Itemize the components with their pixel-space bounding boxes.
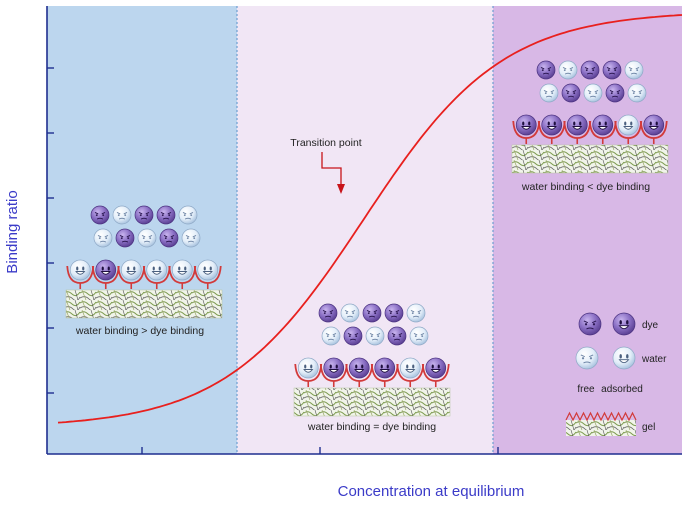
- adsorbed-molecule-face: [120, 259, 142, 281]
- adsorbed-molecule-face: [643, 114, 665, 136]
- legend-adsorbed-water-icon: [612, 346, 636, 370]
- adsorbed-molecule-face: [566, 114, 588, 136]
- free-molecule-face: [156, 205, 176, 225]
- free-molecule-face: [561, 83, 581, 103]
- free-molecule-face: [406, 303, 426, 323]
- free-molecule-face: [134, 205, 154, 225]
- zone-background-right: [493, 6, 682, 454]
- adsorbed-molecule-face: [541, 114, 563, 136]
- zone-caption-middle: water binding = dye binding: [307, 421, 436, 433]
- transition-point-label: Transition point: [290, 137, 361, 149]
- transition-point-arrowhead: [337, 184, 345, 194]
- legend-free-water-icon: [575, 346, 599, 370]
- free-molecule-face: [409, 326, 429, 346]
- free-molecule-face: [343, 326, 363, 346]
- adsorbed-molecule-face: [374, 357, 396, 379]
- adsorbed-molecule-face: [425, 357, 447, 379]
- legend-label-gel: gel: [642, 422, 655, 433]
- free-molecule-face: [536, 60, 556, 80]
- free-molecule-face: [340, 303, 360, 323]
- legend-gel-icon: [566, 420, 636, 436]
- legend-free-dye-icon: [578, 312, 602, 336]
- legend-label-free: free: [577, 384, 595, 395]
- adsorbed-molecule-face: [146, 259, 168, 281]
- free-molecule-face: [558, 60, 578, 80]
- free-molecule-face: [624, 60, 644, 80]
- free-molecule-face: [387, 326, 407, 346]
- free-molecule-face: [605, 83, 625, 103]
- free-molecule-face: [159, 228, 179, 248]
- adsorbed-molecule-face: [515, 114, 537, 136]
- legend-adsorbed-dye-icon: [612, 312, 636, 336]
- free-molecule-face: [362, 303, 382, 323]
- gel-surface: [293, 387, 451, 417]
- zone-caption-right: water binding < dye binding: [521, 181, 650, 193]
- legend-label-dye: dye: [642, 320, 659, 331]
- free-molecule-face: [384, 303, 404, 323]
- zone-left-illustration: [65, 205, 223, 319]
- free-molecule-face: [602, 60, 622, 80]
- x-axis-title: Concentration at equilibrium: [338, 483, 525, 500]
- zone-caption-left: water binding > dye binding: [75, 325, 204, 337]
- gel-surface: [511, 144, 669, 174]
- transition-point-arrow: [321, 152, 342, 186]
- zone-background-left: [47, 6, 237, 454]
- adsorbed-molecule-face: [297, 357, 319, 379]
- free-molecule-face: [583, 83, 603, 103]
- adsorbed-molecule-face: [399, 357, 421, 379]
- free-molecule-face: [115, 228, 135, 248]
- legend: [565, 312, 637, 436]
- free-molecule-face: [539, 83, 559, 103]
- free-molecule-face: [365, 326, 385, 346]
- y-axis-title: Binding ratio: [4, 190, 21, 273]
- zone-background-middle: [237, 6, 493, 454]
- gel-surface: [65, 289, 223, 319]
- free-molecule-face: [181, 228, 201, 248]
- free-molecule-face: [627, 83, 647, 103]
- legend-gel-adsorber: [565, 411, 637, 422]
- free-molecule-face: [90, 205, 110, 225]
- free-molecule-face: [93, 228, 113, 248]
- adsorbed-molecule-face: [95, 259, 117, 281]
- adsorbed-molecule-face: [69, 259, 91, 281]
- legend-label-water: water: [641, 354, 667, 365]
- adsorbed-molecule-face: [348, 357, 370, 379]
- free-molecule-face: [321, 326, 341, 346]
- free-molecule-face: [112, 205, 132, 225]
- adsorbed-molecule-face: [617, 114, 639, 136]
- free-molecule-face: [178, 205, 198, 225]
- legend-label-adsorbed: adsorbed: [601, 384, 643, 395]
- free-molecule-face: [580, 60, 600, 80]
- binding-curve: [57, 14, 683, 424]
- free-molecule-face: [318, 303, 338, 323]
- adsorbed-molecule-face: [323, 357, 345, 379]
- free-molecule-face: [137, 228, 157, 248]
- adsorbed-molecule-face: [592, 114, 614, 136]
- zone-middle-illustration: [293, 303, 451, 417]
- adsorbed-molecule-face: [171, 259, 193, 281]
- zone-right-illustration: [511, 60, 669, 174]
- adsorbed-molecule-face: [197, 259, 219, 281]
